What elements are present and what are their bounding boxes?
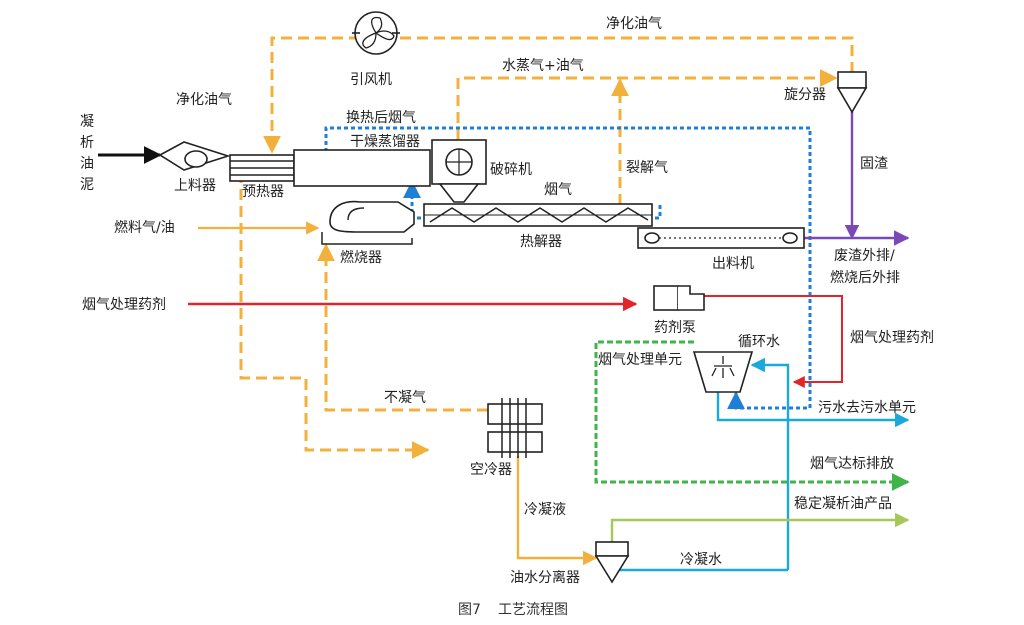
flue-gas-label: 烟气 [544, 182, 572, 198]
feed-label-char-2: 析 [80, 135, 94, 151]
feeder-label: 上料器 [174, 178, 216, 194]
purified-gas-left-label: 净化油气 [176, 92, 232, 108]
flue-after-exchange-label: 换热后烟气 [346, 109, 416, 126]
flue-unit-label: 烟气处理单元 [598, 352, 682, 368]
dryer-icon [293, 149, 431, 187]
crusher-label: 破碎机 [490, 162, 532, 178]
separator-icon [594, 541, 630, 584]
purified-gas-top-label: 净化油气 [606, 16, 662, 32]
figure-number: 图7 [458, 602, 481, 618]
air-cooler-icon [487, 398, 543, 458]
wastewater-line [716, 392, 910, 428]
reagent-loop-label: 烟气处理药剂 [850, 330, 934, 346]
steam-oil-label: 水蒸气+油气 [502, 58, 584, 74]
feed-label-char-1: 凝 [80, 114, 94, 130]
reagent-loop-line [704, 295, 843, 388]
preheater-icon [229, 154, 295, 182]
crusher-icon [431, 139, 487, 203]
feed-label-char-4: 泥 [80, 177, 94, 193]
cyclone-icon [836, 71, 868, 114]
dosing-pump-icon [653, 285, 705, 311]
figure-title: 工艺流程图 [498, 602, 568, 618]
flue-gas-after-exchange-line [324, 126, 812, 410]
circ-water-label: 循环水 [738, 334, 780, 350]
burner-icon [321, 200, 415, 245]
steam-oil-line [456, 69, 838, 140]
noncond-gas-line [317, 243, 488, 412]
product-label: 稳定凝析油产品 [794, 496, 892, 512]
fan-label: 引风机 [350, 72, 392, 88]
circulating-water-line [750, 357, 790, 570]
pyrolyzer-icon [423, 203, 653, 227]
flue-unit-icon [692, 351, 754, 393]
dosing-pump-label: 药剂泵 [654, 320, 696, 336]
burner-label: 燃烧器 [340, 249, 382, 266]
separator-label: 油水分离器 [510, 569, 580, 586]
fan-icon [352, 11, 400, 55]
fuel-label: 燃料气/油 [114, 219, 175, 236]
feed-label-char-3: 油 [80, 156, 94, 172]
emission-line [594, 340, 910, 491]
product-line [610, 512, 910, 542]
cooling-water-label: 冷凝水 [680, 552, 722, 568]
dryer-label: 干燥蒸馏器 [350, 134, 420, 150]
discharger-icon [637, 227, 805, 249]
condensate-line [516, 456, 598, 566]
cracked-gas-label: 裂解气 [626, 160, 668, 176]
purified-gas-top-line [263, 36, 854, 154]
condensate-label: 冷凝液 [524, 502, 566, 518]
air-cooler-label: 空冷器 [470, 462, 512, 478]
preheater-label: 预热器 [242, 184, 284, 200]
slag-out-label-1: 废渣外排/ [834, 248, 895, 264]
pyrolyzer-label: 热解器 [520, 234, 562, 250]
noncond-label: 不凝气 [384, 390, 426, 406]
feeder-icon [158, 141, 231, 171]
cyclone-label: 旋分器 [784, 87, 826, 103]
emission-label: 烟气达标排放 [810, 456, 894, 472]
wastewater-label: 污水去污水单元 [818, 400, 916, 416]
slag-out-label-2: 燃烧后外排 [830, 269, 900, 286]
solid-residue-label: 固渣 [860, 156, 888, 172]
discharger-label: 出料机 [712, 256, 754, 272]
reagent-in-label: 烟气处理药剂 [82, 297, 166, 313]
gas-to-cooler-line [239, 155, 430, 459]
